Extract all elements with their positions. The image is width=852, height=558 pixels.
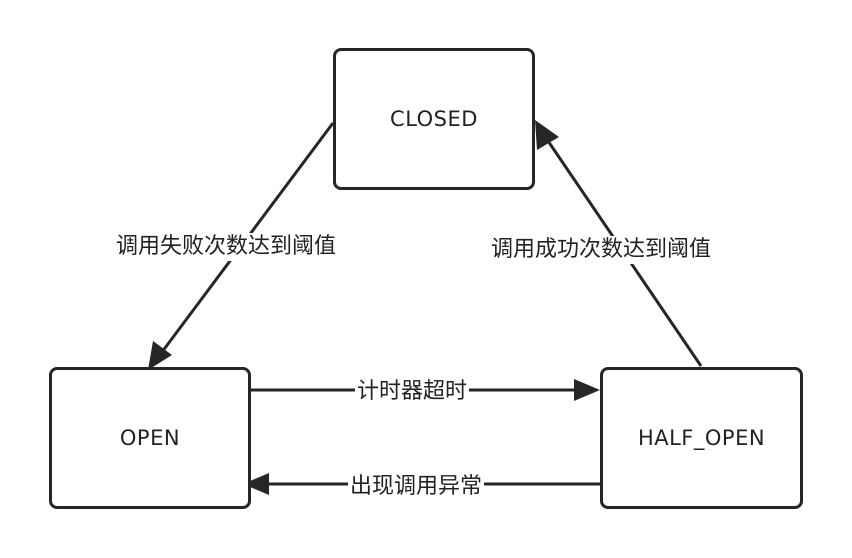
state-open: OPEN bbox=[49, 367, 251, 509]
state-half-open-label: HALF_OPEN bbox=[637, 426, 766, 450]
arrowhead-open-to-half-open bbox=[574, 379, 600, 401]
state-closed: CLOSED bbox=[333, 48, 535, 190]
state-half-open: HALF_OPEN bbox=[600, 367, 803, 509]
state-closed-label: CLOSED bbox=[390, 107, 478, 131]
arrowhead-half-open-to-closed bbox=[535, 120, 559, 150]
state-open-label: OPEN bbox=[119, 426, 181, 450]
transition-label-closed-to-open: 调用失败次数达到阈值 bbox=[114, 233, 339, 261]
transition-label-open-to-half-open: 计时器超时 bbox=[355, 378, 470, 406]
arrowhead-half-open-to-open bbox=[243, 473, 269, 495]
transition-label-half-open-to-closed: 调用成功次数达到阈值 bbox=[489, 236, 714, 264]
transition-label-half-open-to-open: 出现调用异常 bbox=[348, 473, 485, 501]
arrowhead-closed-to-open bbox=[148, 341, 172, 370]
